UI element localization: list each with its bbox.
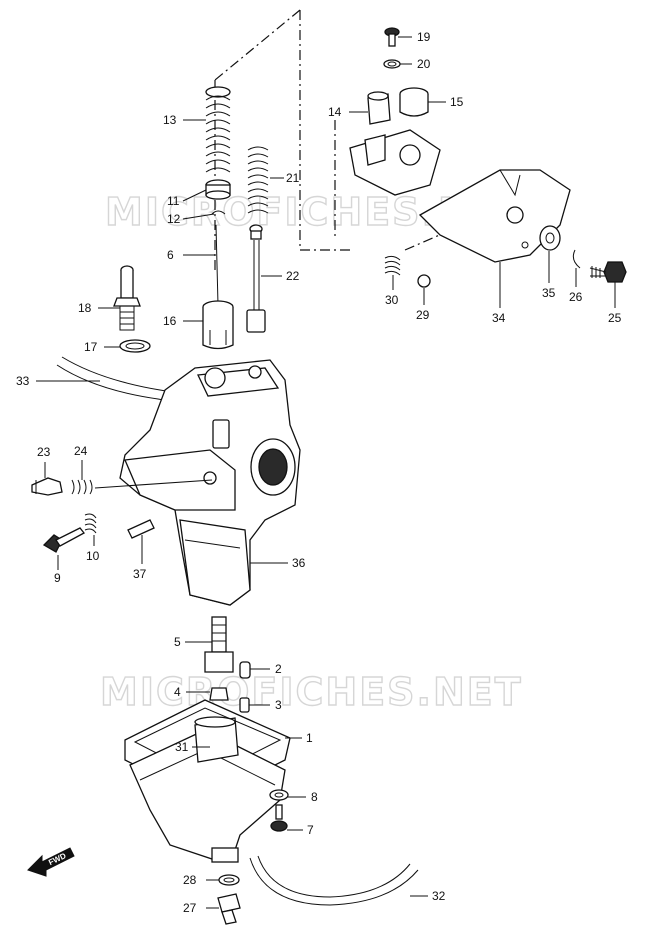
- callout-labels: 13 11 12 6 16 18 17 33 21 22 19 20 14 15…: [16, 30, 622, 915]
- callout-29: 29: [416, 308, 430, 322]
- callout-20: 20: [417, 57, 431, 71]
- callout-33: 33: [16, 374, 30, 388]
- callout-1: 1: [306, 731, 313, 745]
- washer-8: [269, 789, 289, 801]
- main-jet-5: [204, 616, 234, 673]
- clip-12: [211, 210, 226, 215]
- cap-14: [367, 91, 391, 125]
- throttle-valve-16: [202, 300, 234, 350]
- callout-4: 4: [174, 685, 181, 699]
- pin-37: [127, 519, 155, 539]
- callout-23: 23: [37, 445, 51, 459]
- part-3: [239, 697, 250, 713]
- pilot-screw-9: [42, 527, 85, 553]
- spring-13: [205, 86, 231, 173]
- callout-12: 12: [167, 212, 181, 226]
- spring-seat-11: [205, 179, 231, 200]
- o-ring-28: [218, 874, 240, 886]
- spring-21: [247, 146, 269, 214]
- callout-5: 5: [174, 635, 181, 649]
- callout-15: 15: [450, 95, 464, 109]
- cap-15: [399, 87, 429, 117]
- drain-screw-27: [217, 893, 241, 925]
- part-2: [239, 661, 251, 679]
- callout-6: 6: [167, 248, 174, 262]
- callout-8: 8: [311, 790, 318, 804]
- callout-17: 17: [84, 340, 98, 354]
- callout-16: 16: [163, 314, 177, 328]
- callout-30: 30: [385, 293, 399, 307]
- clip-26: [572, 249, 581, 269]
- callout-3: 3: [275, 698, 282, 712]
- lever-bracket-34: [418, 169, 571, 263]
- callout-35: 35: [542, 286, 556, 300]
- spring-30: [384, 255, 401, 276]
- callout-37: 37: [133, 567, 147, 581]
- callout-13: 13: [163, 113, 177, 127]
- jet-needle-6: [215, 224, 219, 306]
- callout-31: 31: [175, 740, 189, 754]
- washer-20: [383, 59, 401, 69]
- callout-34: 34: [492, 311, 506, 325]
- callout-21: 21: [286, 171, 300, 185]
- callout-14: 14: [328, 105, 342, 119]
- fitting-18: [113, 265, 141, 331]
- bolt-25: [589, 261, 627, 283]
- callout-36: 36: [292, 556, 306, 570]
- callout-9: 9: [54, 571, 61, 585]
- fwd-arrow-icon: FWD: [27, 847, 75, 877]
- screw-7: [270, 804, 288, 832]
- leader-lines: [36, 36, 616, 909]
- callout-26: 26: [569, 290, 583, 304]
- spring-24: [71, 479, 93, 495]
- ball-29: [417, 274, 431, 288]
- callout-7: 7: [307, 823, 314, 837]
- rod-22: [246, 224, 266, 333]
- callout-28: 28: [183, 873, 197, 887]
- watermark-bottom: MICROFICHES.NET: [100, 670, 523, 714]
- callout-25: 25: [608, 311, 622, 325]
- callout-10: 10: [86, 549, 100, 563]
- callout-32: 32: [432, 889, 446, 903]
- lever-housing: [349, 129, 441, 196]
- washer-35: [539, 225, 561, 251]
- part-4: [209, 687, 229, 701]
- callout-11: 11: [167, 194, 180, 208]
- callout-18: 18: [78, 301, 92, 315]
- callout-19: 19: [417, 30, 431, 44]
- float-31: [194, 716, 239, 763]
- assembly-lines: [214, 9, 521, 270]
- screw-19: [384, 27, 400, 47]
- drain-hose-32: [249, 855, 419, 906]
- o-ring-17: [119, 339, 151, 353]
- callout-24: 24: [74, 444, 88, 458]
- callout-2: 2: [275, 662, 282, 676]
- spring-10: [84, 513, 97, 534]
- idle-screw-23: [31, 477, 63, 496]
- callout-27: 27: [183, 901, 197, 915]
- carburetor-body-36: [119, 359, 301, 606]
- callout-22: 22: [286, 269, 300, 283]
